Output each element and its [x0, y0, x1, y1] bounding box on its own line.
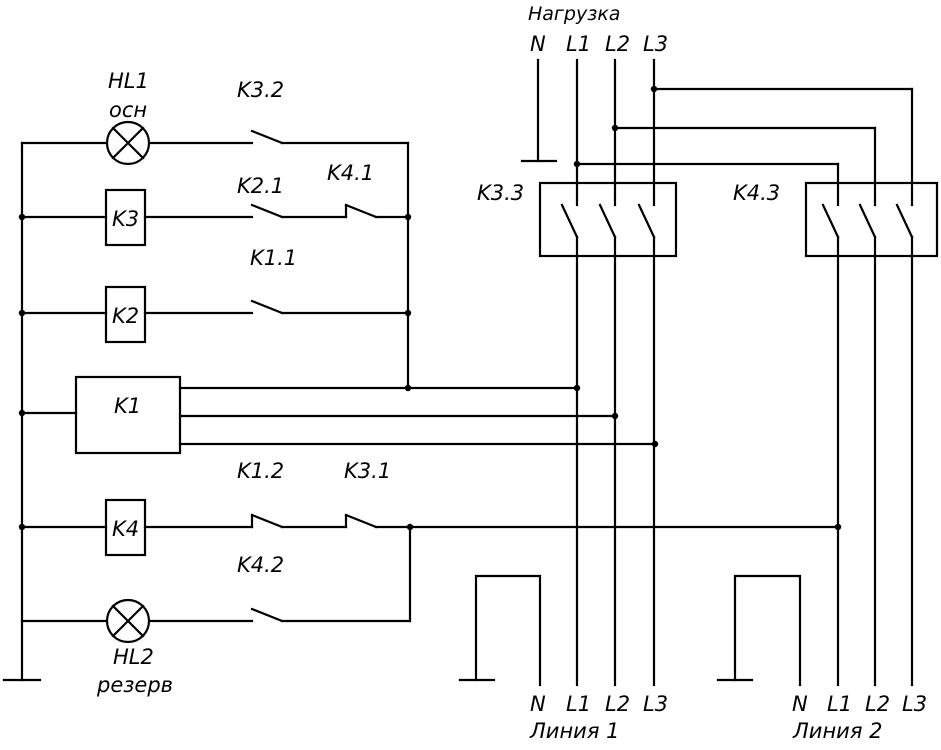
line1-title: Линия 1	[529, 719, 620, 743]
label-hl2-caption: резерв	[96, 673, 173, 697]
label-k3: K3	[112, 207, 139, 231]
labels: Нагрузка N L1 L2 L3 K3.3 K4.3 HL1 осн HL…	[96, 3, 927, 743]
junction-dot	[573, 160, 581, 168]
label-k1-2: K1.2	[237, 459, 284, 483]
line2-terminal-n: N	[792, 692, 808, 716]
line2-terminal-l3: L3	[902, 692, 927, 716]
junction-dot	[650, 85, 658, 93]
contactor-k4-3	[804, 181, 939, 258]
line1-terminal-l2: L2	[605, 692, 630, 716]
junction-dot	[406, 523, 414, 531]
junction-dot	[18, 409, 26, 417]
load-title: Нагрузка	[528, 3, 620, 25]
contact-k3-2	[250, 129, 284, 145]
contact-k4-2	[250, 607, 284, 623]
junction-dot	[611, 124, 619, 132]
line1-n-wire	[474, 574, 542, 687]
junction-dot	[404, 309, 412, 317]
line2-n-wire	[733, 574, 802, 687]
label-k4: K4	[112, 517, 139, 541]
junction-dot	[834, 523, 842, 531]
line2-terminal-l1: L1	[827, 692, 852, 716]
junction-dot	[651, 440, 659, 448]
load-terminal-l3: L3	[643, 32, 668, 56]
control-circuit	[2, 120, 840, 682]
coil-k2	[104, 285, 147, 344]
junction-dot	[18, 523, 26, 531]
contact-k2-1	[250, 203, 284, 219]
label-k4-1: K4.1	[327, 161, 374, 185]
junction-dot	[611, 412, 619, 420]
lamp-hl2	[105, 598, 151, 644]
label-hl1-caption: осн	[109, 98, 147, 122]
lamp-hl1	[105, 120, 151, 166]
junction-dot	[18, 309, 26, 317]
line2-title: Линия 2	[792, 719, 883, 743]
label-k3-3: K3.3	[477, 181, 524, 205]
label-hl1: HL1	[108, 69, 149, 93]
line1-terminal-n: N	[530, 692, 546, 716]
label-k4-2: K4.2	[237, 553, 284, 577]
label-hl2: HL2	[113, 645, 154, 669]
line1-terminal-l3: L3	[643, 692, 668, 716]
load-terminal-n: N	[530, 32, 546, 56]
label-k1-1: K1.1	[250, 246, 297, 270]
label-k3-2: K3.2	[237, 78, 284, 102]
load-terminal-l1: L1	[566, 32, 591, 56]
label-k3-1: K3.1	[344, 459, 391, 483]
label-k2-1: K2.1	[237, 174, 284, 198]
load-terminal-l2: L2	[605, 32, 630, 56]
junction-dot	[404, 213, 412, 221]
power-circuit	[458, 58, 939, 687]
contactor-k3-3	[538, 181, 678, 258]
junction-dot	[573, 384, 581, 392]
junction-dot	[404, 384, 412, 392]
label-k4-3: K4.3	[733, 181, 780, 205]
junction-dot	[18, 213, 26, 221]
line1-terminal-l1: L1	[566, 692, 591, 716]
line2-terminal-l2: L2	[865, 692, 890, 716]
contact-k1-1	[250, 299, 284, 315]
label-k2: K2	[112, 304, 139, 328]
label-k1: K1	[114, 394, 141, 418]
